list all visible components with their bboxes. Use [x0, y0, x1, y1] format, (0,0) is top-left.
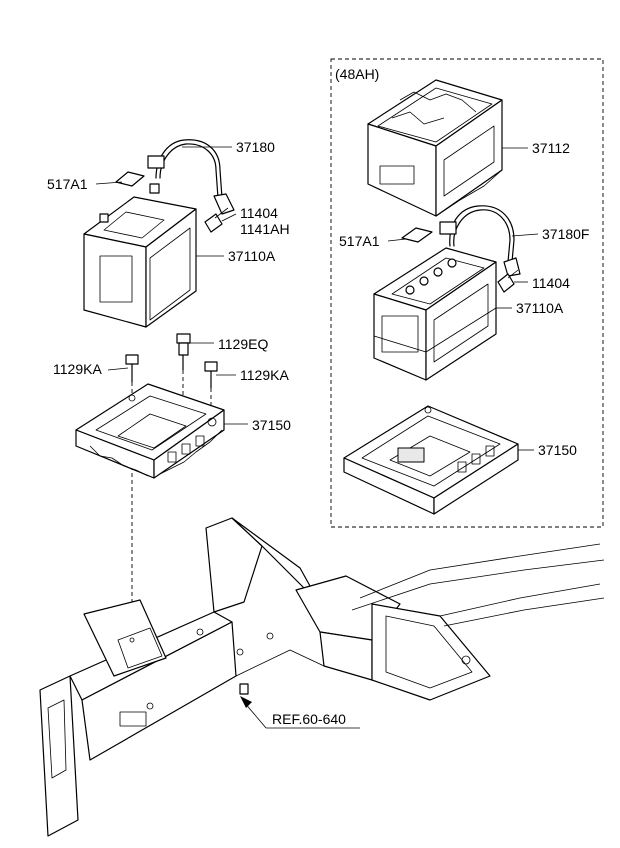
label-1129eq: 1129EQ: [218, 336, 268, 352]
label-37150-right: 37150: [538, 442, 577, 458]
label-1129ka-left: 1129KA: [53, 361, 102, 377]
label-11404-left: 11404: [240, 205, 278, 221]
label-517a1-right: 517A1: [339, 233, 380, 249]
battery-left: [83, 183, 197, 328]
label-37180f: 37180F: [542, 226, 589, 242]
bolt-1129ka-left: [125, 354, 139, 383]
bolt-11404-right: [497, 269, 519, 293]
label-1141ah: 1141AH: [240, 221, 290, 237]
tray-right: [343, 405, 519, 515]
label-37110a-right: 37110A: [516, 300, 564, 316]
group-48ah-frame: [330, 58, 604, 528]
body-frame: [39, 517, 605, 837]
insulator-right: [401, 227, 433, 243]
bolt-1129ka-right: [204, 361, 218, 389]
bolt-1129eq: [176, 333, 191, 371]
label-37180: 37180: [236, 139, 275, 155]
battery-right: [373, 247, 497, 381]
battery-cover: [367, 79, 503, 217]
label-37150-left: 37150: [252, 417, 291, 433]
cable-left: [155, 139, 223, 199]
leader-lines: [95, 146, 539, 729]
bolt-11404-left: [204, 207, 229, 233]
label-37110a-left: 37110A: [228, 248, 276, 264]
label-517a1-left: 517A1: [47, 176, 88, 192]
insulator-left: [115, 171, 145, 187]
group-48ah-label: (48AH): [335, 66, 379, 82]
label-1129ka-right: 1129KA: [240, 367, 289, 383]
label-37112: 37112: [532, 140, 570, 156]
ref-label: REF.60-640: [272, 711, 346, 727]
tray-left: [75, 383, 225, 479]
label-11404-right: 11404: [532, 275, 570, 291]
